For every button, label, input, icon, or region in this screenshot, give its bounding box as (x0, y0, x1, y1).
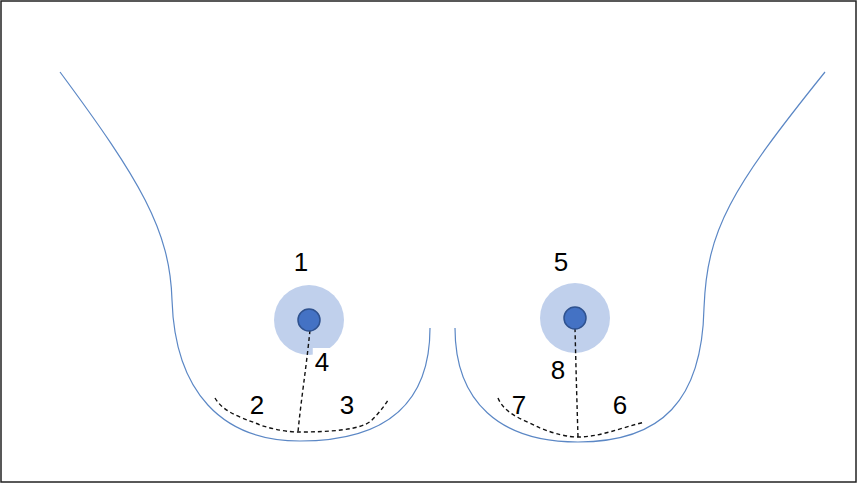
callout-number: 5 (552, 248, 570, 276)
left-inframammary-incision (215, 398, 388, 432)
callout-number: 7 (510, 391, 528, 419)
right-breast-outline (455, 72, 825, 442)
callout-number: 4 (313, 348, 331, 376)
callout-number: 8 (549, 356, 567, 384)
left-vertical-incision (298, 330, 310, 432)
right-nipple (564, 307, 586, 329)
callout-number: 2 (248, 391, 266, 419)
callout-number: 1 (292, 248, 310, 276)
left-breast-outline (60, 72, 430, 441)
right-vertical-incision (575, 328, 578, 437)
callout-number: 3 (338, 391, 356, 419)
left-nipple (298, 309, 320, 331)
callout-number: 6 (611, 391, 629, 419)
